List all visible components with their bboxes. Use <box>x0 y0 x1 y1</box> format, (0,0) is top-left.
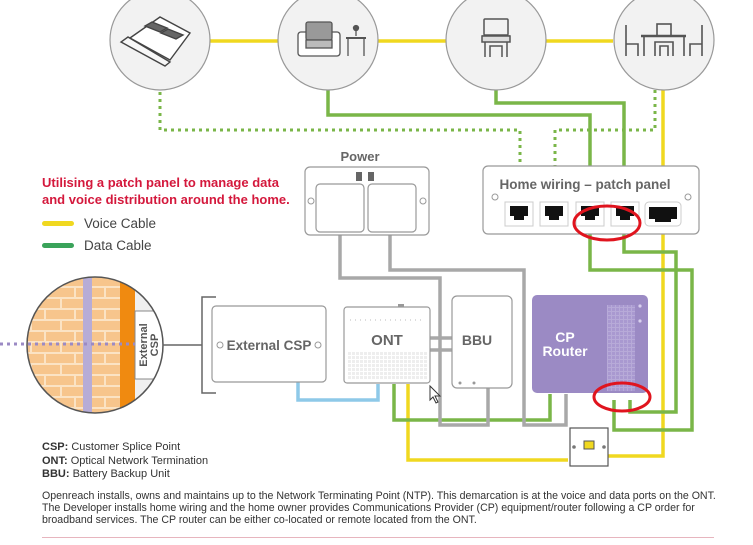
fibre-cable-csp-ont <box>296 382 380 402</box>
patch-port-voice <box>644 201 682 227</box>
abbreviation-item: ONT: Optical Network Termination <box>42 454 209 467</box>
legend-item-data: Data Cable <box>42 236 152 254</box>
data-cable-study-panel <box>494 90 626 198</box>
footer-divider <box>42 537 714 538</box>
power-socket: Power <box>304 149 430 236</box>
legend-label-data: Data Cable <box>84 237 152 253</box>
patch-port-2 <box>539 201 569 227</box>
legend-label-voice: Voice Cable <box>84 215 157 231</box>
wall-csp-label-1: External <box>138 323 150 366</box>
room-bedroom <box>109 0 211 91</box>
external-csp-label: External CSP <box>227 338 312 353</box>
room-living <box>277 0 379 91</box>
abbreviations-list: CSP: Customer Splice Point ONT: Optical … <box>42 441 208 482</box>
data-cable-ont-router <box>392 384 552 422</box>
power-label: Power <box>340 149 379 164</box>
voice-socket <box>569 427 609 467</box>
highlight-circle-router <box>592 381 652 413</box>
dotted-cable-bedroom <box>158 92 522 166</box>
abbreviation-item: CSP: Customer Splice Point <box>42 441 181 453</box>
dining-table-icon <box>625 23 703 56</box>
patch-panel-label: Home wiring – patch panel <box>499 177 670 192</box>
patch-panel: Home wiring – patch panel <box>482 165 700 242</box>
router-label-1: CP <box>555 329 574 345</box>
armchair-icon <box>297 21 366 57</box>
power-cables <box>338 235 568 427</box>
ont-label: ONT <box>371 332 403 349</box>
room-dining <box>613 0 715 91</box>
highlight-circle-panel <box>572 204 642 242</box>
bed-icon <box>119 16 192 67</box>
legend-item-voice: Voice Cable <box>42 214 156 232</box>
description-paragraph: Openreach installs, owns and maintains u… <box>42 490 716 527</box>
external-csp-box: External CSP <box>211 305 327 383</box>
heading-line-2: and voice distribution around the home. <box>42 192 290 207</box>
abbreviation-item: BBU: Battery Backup Unit <box>42 468 170 480</box>
bbu-device: BBU <box>451 295 513 389</box>
mouse-cursor-icon <box>429 384 442 404</box>
bbu-label: BBU <box>462 332 492 348</box>
voice-cable-ont-socket <box>406 384 568 462</box>
heading-line-1: Utilising a patch panel to manage data <box>42 175 279 190</box>
power-cable-router <box>388 235 568 427</box>
room-study <box>445 0 547 91</box>
cp-router: CP Router <box>532 295 652 413</box>
data-cable-panel-left <box>588 222 694 432</box>
data-cable-living-panel <box>326 90 592 198</box>
diagram-heading: Utilising a patch panel to manage data a… <box>42 174 302 208</box>
ont-device: ONT <box>343 304 431 384</box>
data-cables-dotted <box>158 90 657 166</box>
voice-cable-swatch <box>42 220 74 226</box>
patch-port-1 <box>504 201 534 227</box>
desk-computer-icon <box>481 18 511 57</box>
wall-csp-label-2: CSP <box>149 334 161 357</box>
data-cable-swatch <box>42 242 74 248</box>
wall-cross-section: External CSP <box>26 276 216 414</box>
router-label-2: Router <box>542 343 588 359</box>
